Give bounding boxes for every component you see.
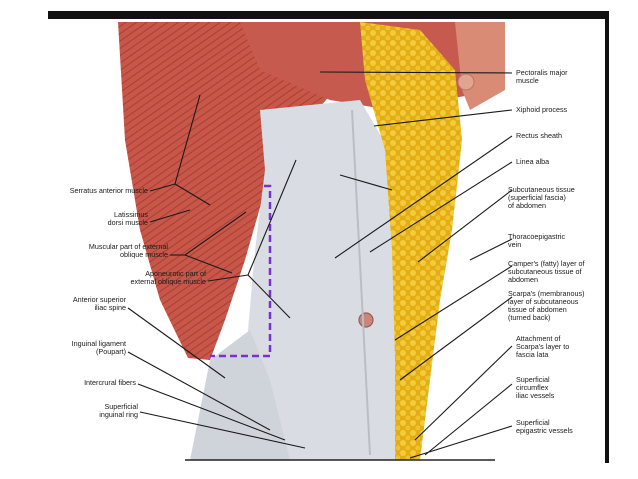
leader-rectus-sheath (334, 135, 513, 259)
leader-scarpas (399, 296, 513, 381)
label-latissimus-dorsi: Latissimus dorsi muscle (107, 210, 148, 227)
label-campers-layer: Camper's (fatty) layer of subcutaneous t… (508, 259, 585, 284)
left-leader-lines (127, 94, 306, 449)
dashed-outline (210, 184, 272, 358)
leader-latissimus (149, 209, 191, 223)
leader-attachment (414, 345, 513, 441)
leader-serratus-3 (174, 183, 211, 206)
label-thoracoepigastric-vein: Thoracoepigastric vein (508, 232, 566, 249)
leader-inguinal-ligament (127, 351, 271, 431)
label-scarpa-attachment: Attachment of Scarpa's layer to fascia l… (516, 334, 570, 359)
leader-aponeurotic-3 (247, 274, 291, 319)
nipple (457, 73, 475, 91)
right-leader-lines (319, 71, 513, 459)
label-scarpas-layer: Scarpa's (membranous) layer of subcutane… (508, 289, 585, 322)
leader-serratus-1 (149, 183, 176, 192)
leader-circumflex (424, 383, 513, 456)
label-serratus-anterior: Serratus anterior muscle (69, 186, 148, 195)
leader-thoracoepigastric (469, 238, 513, 261)
umbilicus (358, 312, 374, 328)
leader-asis (127, 307, 226, 379)
leader-pectoralis (319, 71, 513, 74)
label-circumflex-iliac-vessels: Superficial circumflex iliac vessels (516, 375, 555, 400)
label-linea-alba: Linea alba (516, 157, 550, 166)
subcutaneous-fat-region (360, 22, 462, 460)
linea-alba-line (351, 109, 371, 456)
leader-aponeurotic-1 (207, 274, 249, 282)
label-external-oblique-muscular: Muscular part of external oblique muscle (88, 242, 168, 259)
leader-ext-oblique-3 (184, 254, 233, 274)
leader-ext-oblique-2 (184, 211, 247, 256)
leader-linea-alba (369, 161, 513, 253)
label-rectus-sheath: Rectus sheath (516, 131, 562, 140)
label-subcutaneous-tissue: Subcutaneous tissue (superficial fascia)… (508, 185, 575, 210)
leader-intercrural (137, 383, 286, 441)
leader-epigastric (409, 425, 513, 459)
leader-serratus-2 (174, 94, 201, 185)
skin-right-region (455, 22, 505, 110)
leader-campers (394, 265, 513, 341)
leader-subcutaneous (417, 189, 513, 263)
label-epigastric-vessels: Superficial epigastric vessels (516, 418, 573, 435)
label-anterior-superior-iliac-spine: Anterior superior iliac spine (72, 295, 126, 312)
label-external-oblique-aponeurotic: Aponeurotic part of external oblique mus… (130, 269, 206, 286)
leader-aponeurotic-2 (247, 159, 297, 276)
leader-superficial-ring (139, 411, 306, 449)
label-intercrural-fibers: Intercrural fibers (84, 378, 136, 387)
leader-xiphoid (373, 109, 513, 127)
label-superficial-inguinal-ring: Superficial inguinal ring (99, 402, 138, 419)
right-border-bar (605, 11, 609, 463)
top-border-bar (48, 11, 609, 19)
leader-linea-alba-2 (339, 174, 393, 191)
label-pectoralis-major: Pectoralis major muscle (516, 68, 568, 85)
label-inguinal-ligament: Inguinal ligament (Poupart) (71, 339, 126, 356)
label-xiphoid-process: Xiphoid process (516, 105, 568, 114)
